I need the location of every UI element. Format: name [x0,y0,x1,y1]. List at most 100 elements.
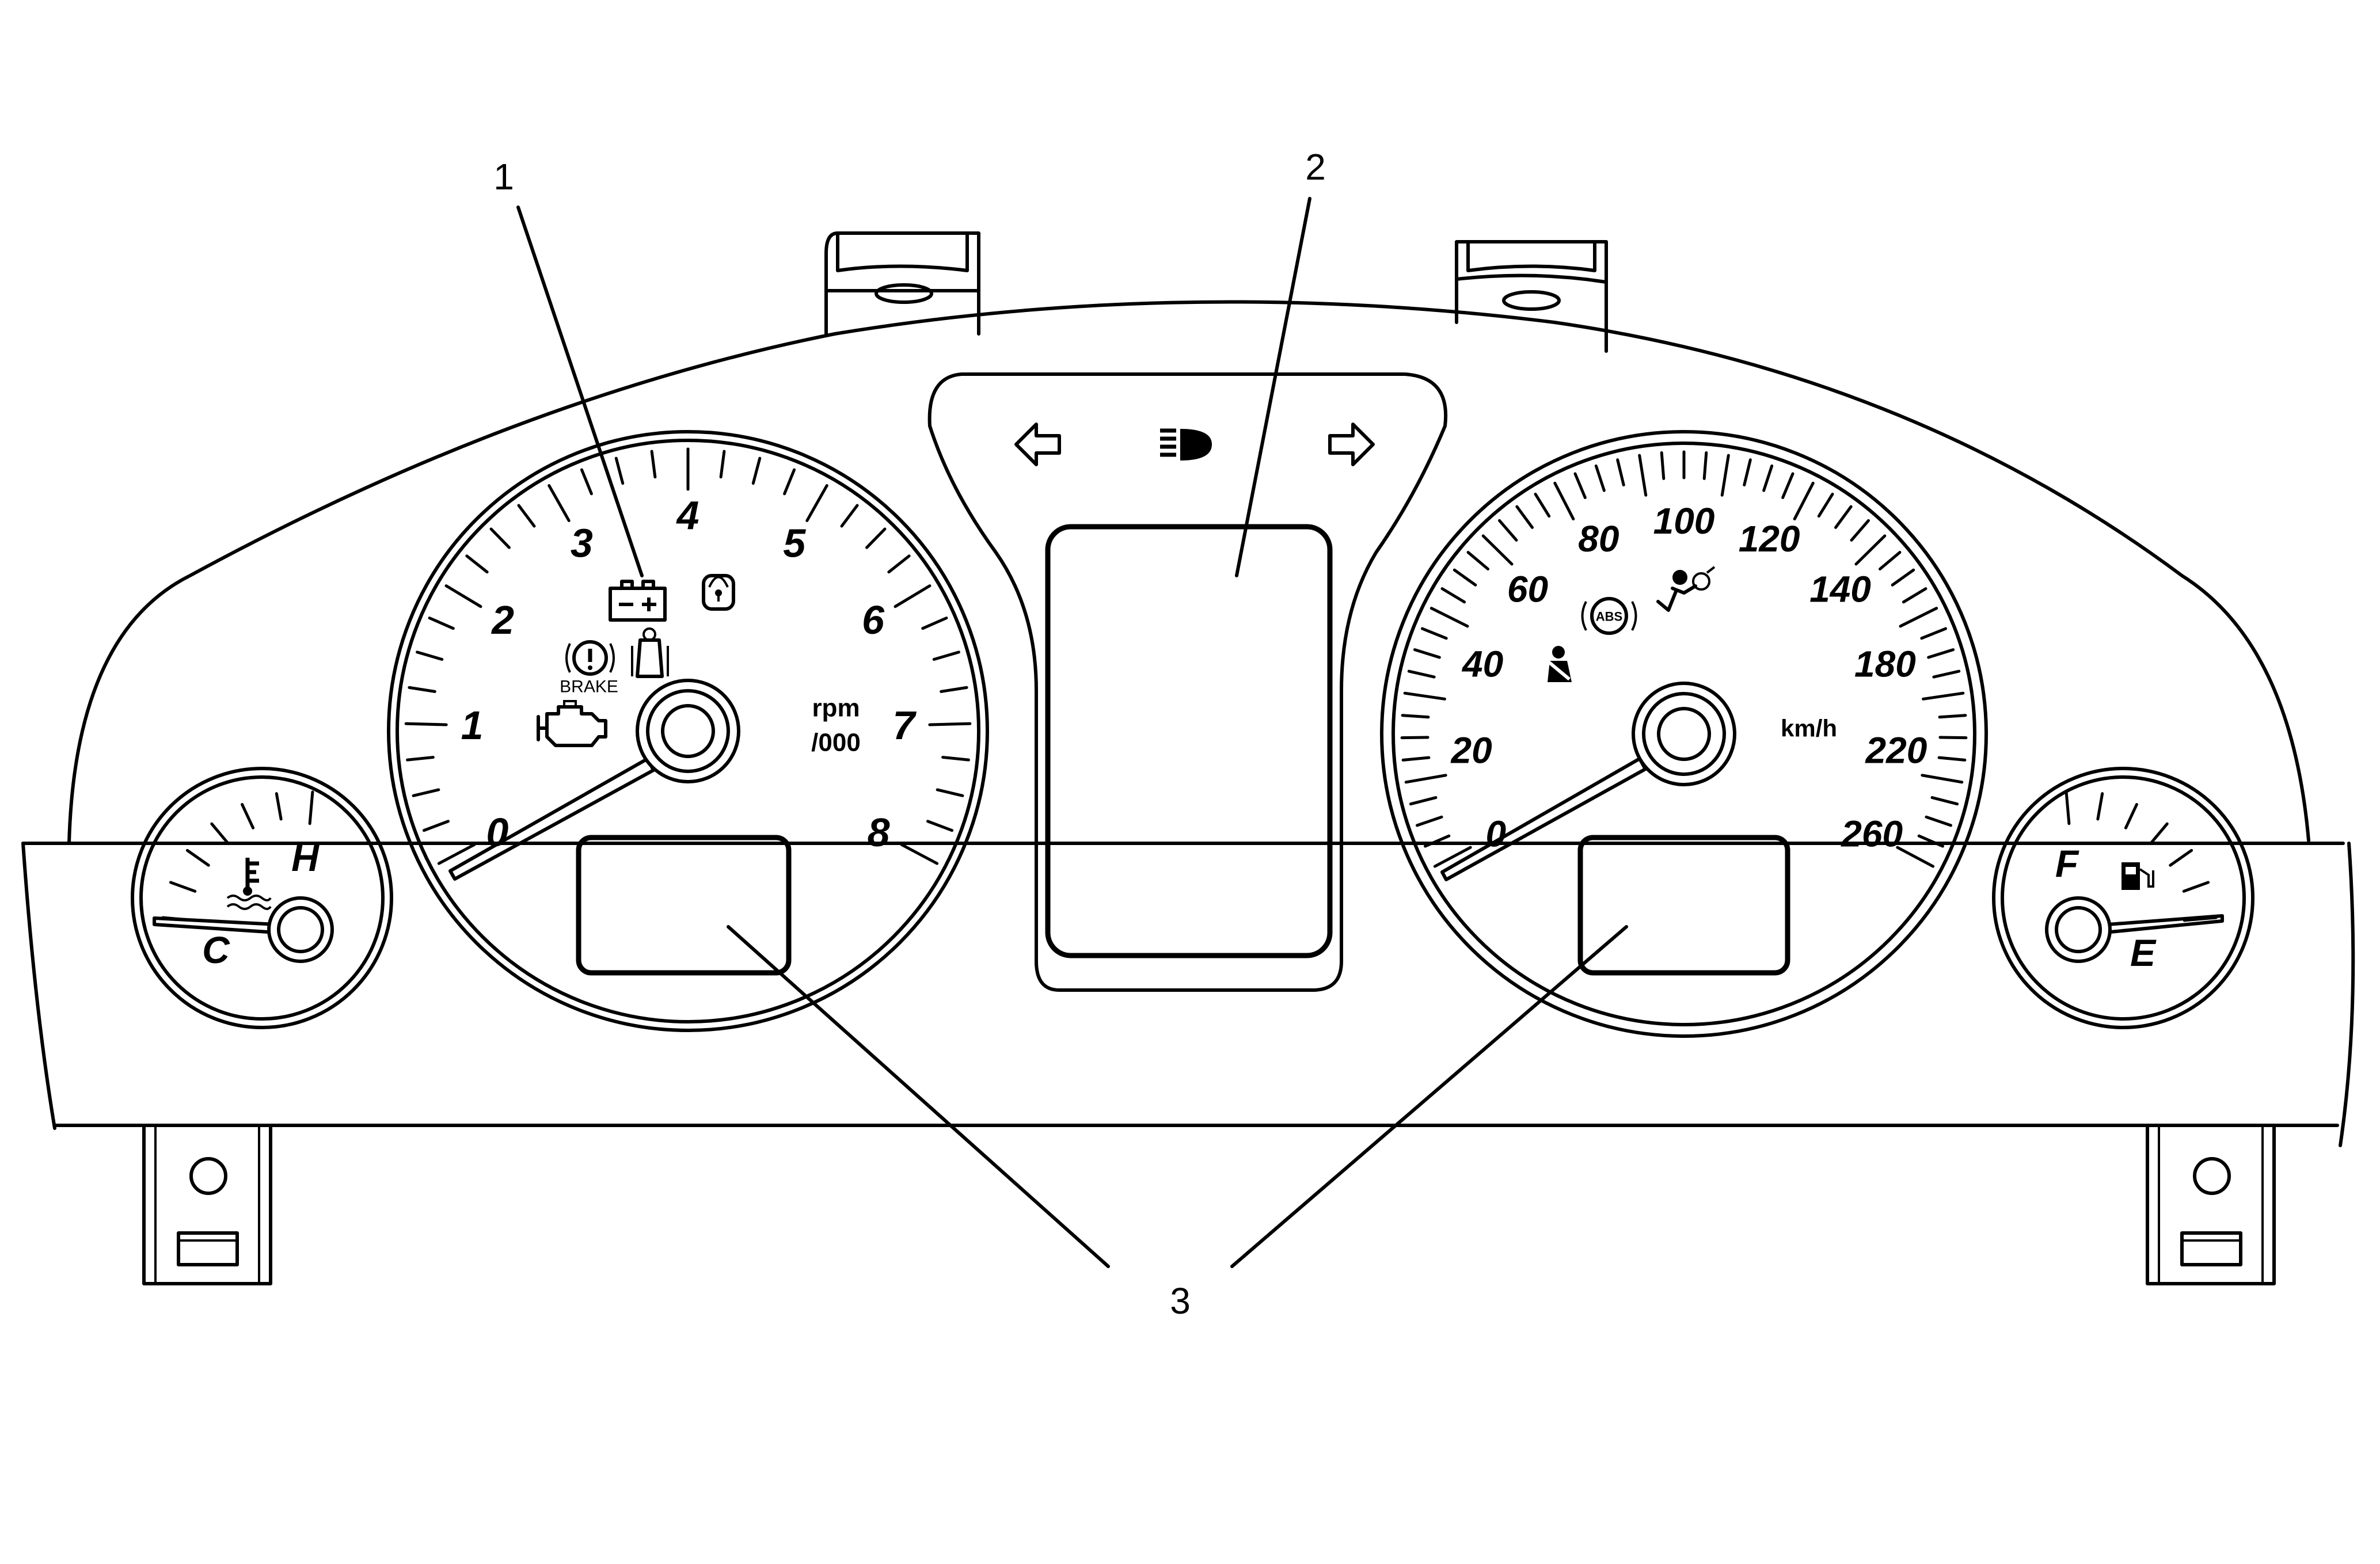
check-engine-icon [537,700,607,747]
top-mounting-tab-right [1455,240,1608,353]
speedometer-tick [1429,607,1469,628]
fuel-gauge-tick [2065,790,2071,825]
speedometer-tick [1920,627,1948,640]
speedometer-bezel [1380,430,1988,1038]
tachometer-tick [465,554,489,574]
fuel-gauge-tick [2169,848,2193,867]
callout-leader-lines [516,197,1628,1268]
speedometer-tick [1762,464,1774,492]
speedometer-lcd-window [1577,835,1790,976]
gauge-scale-label: 100 [1653,500,1715,542]
tachometer-tick [921,617,948,630]
speedometer-tick [1850,519,1870,542]
gauge-scale-label: 2 [491,598,514,642]
tachometer-tick [941,756,970,762]
tachometer-tick [444,584,482,608]
tachometer-tick [517,504,536,528]
speedometer-tick [1413,648,1441,659]
speedometer-tick [1534,492,1551,518]
tachometer-tick [404,722,448,726]
fuel-gauge-needle [2091,914,2224,935]
speedometer-tick [1902,587,1927,604]
tachometer-tick [548,484,571,522]
coolant-temperature-icon [226,858,272,910]
tachometer-tick [412,788,440,797]
tachometer-hub [636,679,740,783]
speedometer-tick [1407,669,1436,679]
speedometer-tick [1925,815,1953,827]
speedometer-hub [1632,682,1736,786]
tachometer-tick [900,843,939,865]
gauge-scale-label: 60 [1507,569,1548,610]
speedometer-tick [1921,774,1964,784]
tachometer-tick [580,468,593,496]
brake-warning-icon: BRAKE [560,640,618,697]
speedometer-tick [1424,834,1451,848]
speedometer-tick [1896,846,1935,868]
speedometer-tick [1553,481,1575,521]
speedometer-tick [1793,481,1815,521]
temperature-gauge: C H [131,767,393,1029]
speedometer-tick [1481,534,1514,566]
speedometer-tick [1401,756,1431,762]
bottom-mounting-tab-left [142,1124,272,1285]
tachometer-tick [865,527,887,549]
speedometer-tick [1781,472,1794,499]
speedometer-tick [1817,492,1834,518]
gauge-scale-label: 6 [862,598,885,642]
gauge-scale-label: 180 [1854,643,1916,684]
gauge-scale-label: 1 [461,703,484,748]
tachometer-tick [650,450,657,479]
temperature-gauge-tick [241,802,255,829]
gauge-scale-label: 20 [1450,729,1492,771]
speedometer-tick [1401,714,1430,719]
temperature-gauge-tick [185,848,210,867]
tachometer-tick [926,820,954,832]
speedometer-needle [1440,757,1647,881]
tachometer-unit-rpm: rpm [812,694,860,722]
brake-label: BRAKE [560,678,618,697]
tachometer-tick [408,686,436,693]
speedometer-tick [1854,534,1887,566]
speedometer-tick [1638,454,1648,497]
speedometer-tick [1594,464,1606,492]
fuel-gauge-tick [2149,822,2169,846]
speedometer-tick [1433,846,1472,868]
temperature-high-label: H [291,836,320,879]
tachometer-tick [719,450,726,479]
abs-label: ABS [1596,610,1622,624]
speedometer-tick [1409,796,1438,806]
speedometer-tick [1834,505,1853,529]
speedometer-tick [1404,774,1447,784]
tachometer-tick [805,484,828,522]
battery-warning-icon [609,580,667,622]
speedometer-tick [1660,451,1666,480]
abs-warning-icon: ABS [1581,597,1637,635]
temperature-low-label: C [202,928,230,971]
center-lcd-display [1045,524,1333,958]
tachometer-needle [448,757,655,881]
fuel-gauge-tick [2096,792,2104,821]
speedometer-tick [1743,458,1752,487]
tachometer-tick [840,504,859,528]
cluster-housing-outline [67,300,2310,845]
speedometer-tick [1927,648,1955,659]
gauge-scale-label: 8 [868,810,890,855]
callout-1: 1 [493,156,514,197]
left-turn-signal-icon [1014,423,1061,466]
speedometer-tick [1498,519,1518,542]
tachometer-tick [406,756,435,762]
tachometer-tick [936,788,964,797]
speedometer-unit: km/h [1781,715,1837,742]
speedometer-tick [1415,815,1443,827]
airbag-warning-icon [1656,566,1716,612]
callout-2: 2 [1305,146,1326,188]
speedometer-tick [1515,505,1534,529]
speedometer-tick [1917,834,1944,848]
tachometer-tick [940,686,968,693]
bottom-mounting-tab-right [2146,1124,2276,1285]
